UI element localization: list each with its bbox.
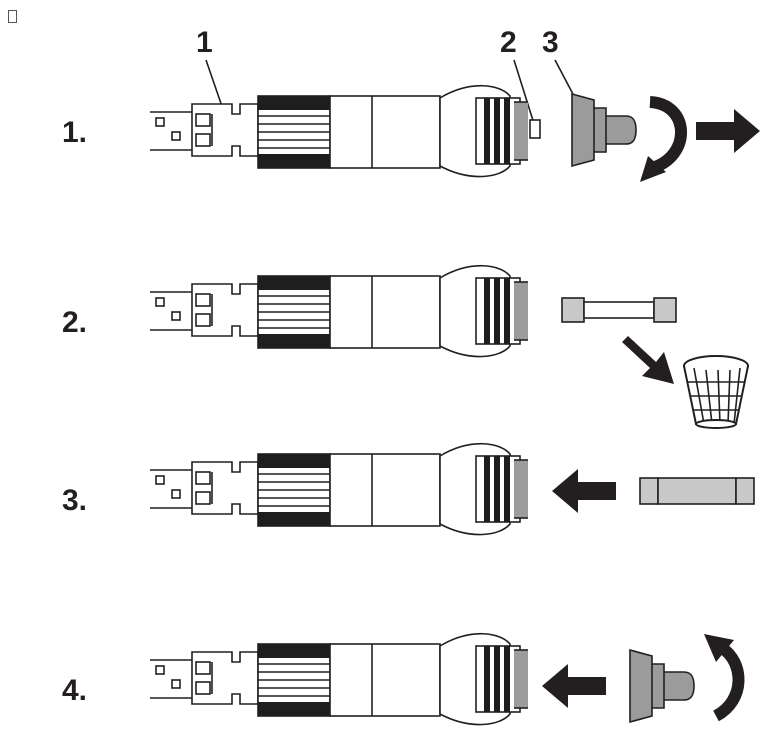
reattach-arrow-icon	[542, 664, 606, 708]
callout-part-3: 3	[542, 26, 559, 59]
fuse-holder-step-1	[149, 84, 529, 178]
holder-cap-step-4	[629, 649, 695, 723]
fuse-holder-step-2	[149, 264, 529, 358]
fuse-holder-step-3	[149, 442, 529, 536]
missing-glyph-icon	[8, 10, 17, 23]
new-fuse	[639, 477, 755, 505]
callout-part-1: 1	[196, 26, 213, 59]
leader-line-3	[554, 59, 575, 97]
unscrew-arrow-icon	[649, 96, 687, 174]
holder-cap-step-1	[571, 93, 637, 167]
leader-line-2	[513, 59, 537, 131]
old-fuse	[561, 297, 677, 323]
fuse-tip	[529, 119, 541, 139]
discard-arrow-icon	[622, 336, 674, 384]
step-label-3: 3.	[62, 484, 87, 517]
unscrew-arrowhead-icon	[640, 156, 666, 182]
remove-arrow-icon	[696, 109, 760, 153]
screw-on-arrowhead-icon	[704, 634, 734, 662]
step-label-2: 2.	[62, 306, 87, 339]
step-label-4: 4.	[62, 674, 87, 707]
insert-arrow-icon	[552, 469, 616, 513]
fuse-holder-step-4	[149, 632, 529, 726]
waste-basket-icon	[683, 355, 749, 429]
callout-part-2: 2	[500, 26, 517, 59]
step-label-1: 1.	[62, 116, 87, 149]
screw-on-arrow-icon	[712, 642, 745, 722]
